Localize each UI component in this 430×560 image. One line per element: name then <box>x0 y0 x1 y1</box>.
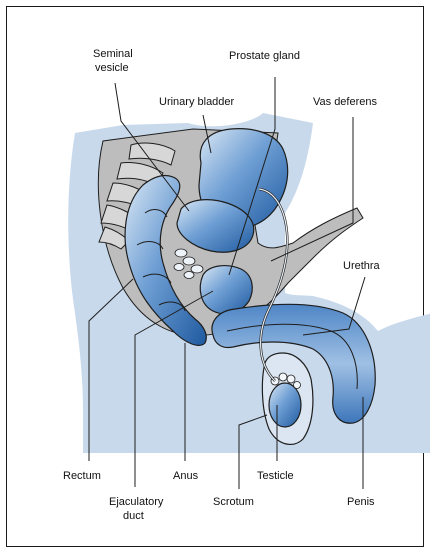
prostate-gland-shape <box>200 266 252 314</box>
testicle-shape <box>269 383 301 427</box>
label-scrotum: Scrotum <box>213 496 254 508</box>
label-ejaculatory-duct-line2: duct <box>123 510 144 522</box>
label-vas-deferens: Vas deferens <box>313 96 378 108</box>
label-prostate-gland: Prostate gland <box>229 50 300 62</box>
label-seminal-vesicle-line2: vesicle <box>95 62 129 74</box>
label-rectum: Rectum <box>63 470 101 482</box>
diagram-frame: Seminal vesicle Prostate gland Urinary b… <box>6 6 424 547</box>
label-urethra: Urethra <box>343 260 381 272</box>
anatomy-diagram: Seminal vesicle Prostate gland Urinary b… <box>7 7 430 560</box>
label-testicle: Testicle <box>257 470 294 482</box>
label-penis: Penis <box>347 496 375 508</box>
label-anus: Anus <box>173 470 199 482</box>
label-urinary-bladder: Urinary bladder <box>159 96 235 108</box>
label-seminal-vesicle-line1: Seminal <box>93 48 133 60</box>
label-ejaculatory-duct-line1: Ejaculatory <box>109 496 164 508</box>
